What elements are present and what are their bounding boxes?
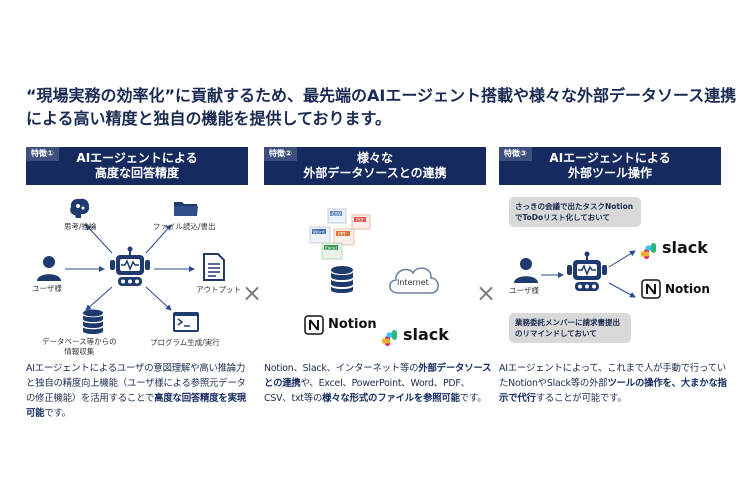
feature-3-arrows <box>541 250 636 298</box>
headline-line-2: による高い精度と独自の機能を提供しております。 <box>26 109 391 128</box>
database-icon <box>83 309 103 334</box>
feature-2-header: 特徴② 様々な 外部データソースとの連携 <box>264 147 486 185</box>
feature-1-desc-bold-1: 高度な回答精度を実現可能 <box>26 393 246 419</box>
feature-2-desc-part-3: です。 <box>459 393 487 404</box>
separator-2: × <box>476 279 497 307</box>
feature-2-desc-part-1: Notion、Slack、インターネット等の <box>264 363 419 374</box>
feature-3-badge: 特徴③ <box>499 147 532 161</box>
feature-3-header: 特徴③ AIエージェントによる 外部ツール操作 <box>499 147 721 185</box>
slack-label: slack <box>403 325 449 344</box>
feature-2: 特徴② 様々な 外部データソースとの連携 CSV PDF Word PPT Ex… <box>264 147 491 437</box>
feature-2-title-line-2: 外部データソースとの連携 <box>303 166 447 180</box>
slack-icon <box>382 330 397 346</box>
word-tag: Word <box>313 230 325 236</box>
folder-icon <box>174 202 198 216</box>
excel-tag: Excel <box>325 246 337 252</box>
feature-2-description: Notion、Slack、インターネット等の外部データソースとの連携や、Exce… <box>264 361 492 406</box>
feature-3-desc-part-2: することが可能です。 <box>535 393 627 404</box>
instruction-bubble-top: さっきの会議で出たタスクNotionでToDoリスト化しておいて <box>509 197 641 227</box>
feature-3-description: AIエージェントによって、これまで人が手動で行っていたNotionやSlack等… <box>499 361 727 406</box>
feature-2-title-line-1: 様々な <box>356 151 393 165</box>
feature-3-desc-bold-1: ツールの操作を、大まかな指示で代行 <box>499 378 727 404</box>
feature-1-title-line-1: AIエージェントによる <box>76 151 198 165</box>
ppt-tag: PPT <box>338 232 346 238</box>
cloud-icon <box>389 267 439 294</box>
slack-icon-3 <box>641 243 656 259</box>
db-label-line-1: データベース等からの <box>42 337 117 346</box>
file-stack-icon: CSV PDF Word PPT Excel <box>309 208 371 260</box>
program-label: プログラム生成/実行 <box>150 338 220 347</box>
headline-line-1: “現場実務の効率化”に貢献するため、最先端のAIエージェント搭載や様々な外部デー… <box>26 86 737 105</box>
feature-1-arrows <box>65 224 195 311</box>
output-label: アウトプット <box>196 285 241 294</box>
feature-1-description: AIエージェントによるユーザの意図理解や高い推論力と独自の精度向上機能（ユーザ様… <box>26 361 254 421</box>
headline: “現場実務の効率化”に貢献するため、最先端のAIエージェント搭載や様々な外部デー… <box>26 84 737 130</box>
notion-label-3: Notion <box>665 282 710 296</box>
notion-icon <box>304 315 324 335</box>
user-icon-3 <box>514 258 538 283</box>
csv-tag: CSV <box>332 212 342 218</box>
slack-label-3: slack <box>662 238 708 257</box>
feature-3-title-line-2: 外部ツール操作 <box>567 166 652 180</box>
feature-2-desc-part-2: や、Excel、PowerPoint、Word、PDF、CSV、txt等の <box>264 378 470 404</box>
pdf-tag: PDF <box>356 218 365 224</box>
feature-3: 特徴③ AIエージェントによる 外部ツール操作 さっきの会議で出たタスクNoti… <box>499 147 727 437</box>
separator-1: × <box>242 279 263 307</box>
feature-1-desc-part-1: AIエージェントによるユーザの意図理解や高い推論力と独自の精度向上機能（ユーザ様… <box>26 363 246 404</box>
feature-2-badge: 特徴② <box>264 147 297 161</box>
notion-icon-3 <box>641 279 661 299</box>
feature-3-desc-part-1: AIエージェントによって、これまで人が手動で行っていたNotionやSlack等… <box>499 363 727 389</box>
feature-1-badge: 特徴① <box>26 147 59 161</box>
feature-2-desc-bold-2: 様々な形式のファイルを参照可能 <box>322 393 460 404</box>
terminal-icon <box>173 312 199 332</box>
user-icon <box>37 256 61 281</box>
feature-1-header: 特徴① AIエージェントによる 高度な回答精度 <box>26 147 248 185</box>
feature-1-desc-part-2: です。 <box>44 408 71 419</box>
instruction-bubble-bottom: 業務委託メンバーに請求書提出のリマインドしておいて <box>509 313 631 343</box>
thinking-label: 思考/推論 <box>64 222 97 231</box>
notion-label: Notion <box>328 317 377 332</box>
file-label: ファイル読込/書出 <box>153 222 216 231</box>
db-label-line-2: 情報収集 <box>64 347 95 356</box>
document-icon <box>203 253 225 281</box>
user-label-3: ユーザ様 <box>509 286 539 295</box>
database-icon-2 <box>331 266 353 293</box>
feature-2-desc-bold-1: 外部データソースとの連携 <box>264 363 492 389</box>
robot-icon <box>110 246 150 286</box>
feature-1: 特徴① AIエージェントによる 高度な回答精度 思考/推論 ファイル読込/書出 <box>26 147 248 437</box>
feature-1-title-line-2: 高度な回答精度 <box>94 166 179 180</box>
brain-icon <box>70 198 90 218</box>
db-label: データベース等からの 情報収集 <box>42 337 117 357</box>
user-label: ユーザ様 <box>32 284 62 293</box>
feature-3-title-line-1: AIエージェントによる <box>549 151 671 165</box>
internet-label: Internet <box>397 278 429 287</box>
robot-icon-3 <box>567 251 607 291</box>
